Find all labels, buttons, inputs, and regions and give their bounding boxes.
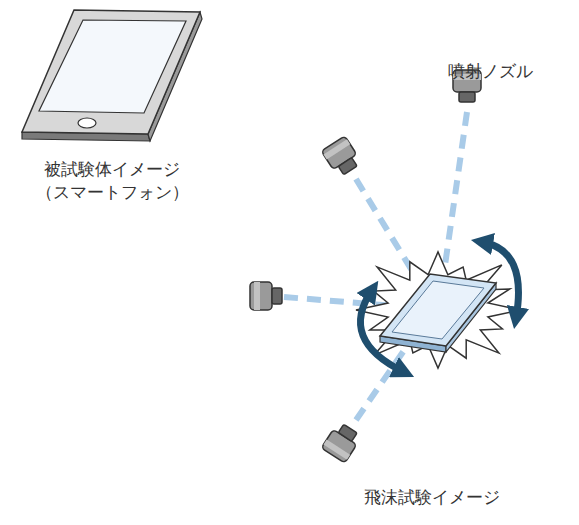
subject-caption: 被試験体イメージ （スマートフォン） [28,158,196,204]
figure-caption: 飛沫試験イメージ [342,486,522,509]
test-device [380,274,496,352]
nozzle-label: 噴射ノズル [430,60,550,83]
splash-shape [356,252,520,368]
rotation-arrow [360,242,518,372]
smartphone [22,10,202,141]
spray-nozzle [250,70,481,463]
